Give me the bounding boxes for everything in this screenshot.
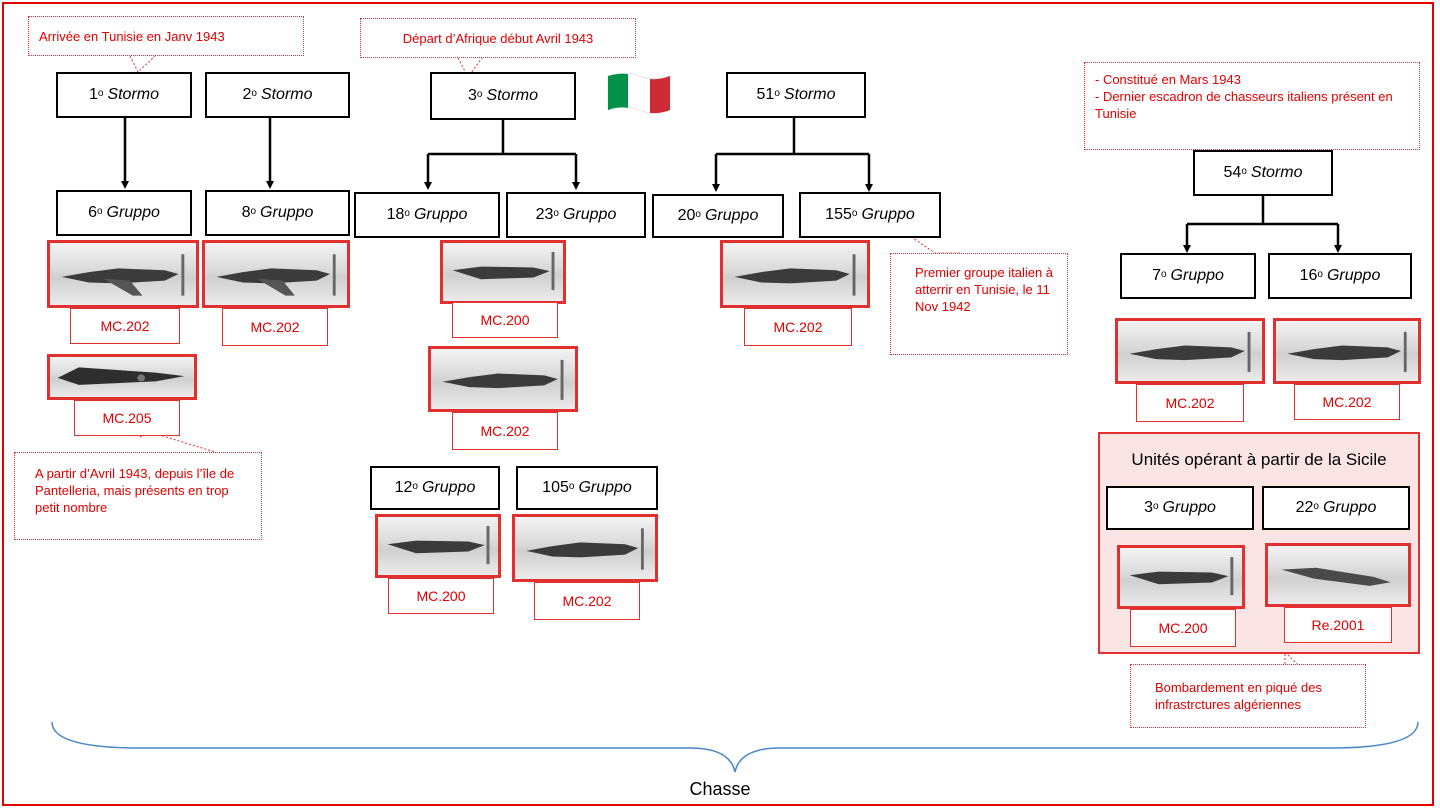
brace	[51, 721, 1419, 773]
aircraft-photo	[47, 240, 199, 308]
callout-premier-groupe: Premier groupe italien à atterrir en Tun…	[890, 253, 1068, 355]
aircraft-photo	[47, 354, 197, 400]
model-label: MC.202	[534, 582, 640, 620]
model-label: MC.200	[452, 302, 558, 338]
aircraft-photo	[1117, 545, 1245, 609]
model-label: MC.200	[1130, 609, 1236, 647]
aircraft-photo	[720, 240, 870, 308]
aircraft-photo	[1273, 318, 1421, 384]
aircraft-photo	[1265, 543, 1411, 607]
category-label: Chasse	[689, 779, 751, 799]
model-label: MC.202	[452, 412, 558, 450]
model-label: MC.202	[70, 308, 180, 344]
callout-tunisie: Arrivée en Tunisie en Janv 1943	[28, 16, 304, 56]
aircraft-photo	[440, 240, 566, 304]
model-label: Re.2001	[1284, 607, 1392, 643]
model-label: MC.205	[74, 400, 180, 436]
callout-afrique: Départ d’Afrique début Avril 1943	[360, 18, 636, 58]
callout-pantelleria: A partir d’Avril 1943, depuis l’île de P…	[14, 452, 262, 540]
aircraft-photo	[428, 346, 578, 412]
model-label: MC.202	[1294, 384, 1400, 420]
model-label: MC.202	[1136, 384, 1244, 422]
aircraft-photo	[512, 514, 658, 582]
italian-flag-icon	[607, 72, 671, 114]
model-label: MC.202	[744, 308, 852, 346]
model-label: MC.202	[222, 308, 328, 346]
aircraft-photo	[375, 514, 501, 578]
aircraft-photo	[202, 240, 350, 308]
callout-bombardement: Bombardement en piqué des infrastrctures…	[1130, 664, 1366, 728]
callout-54-stormo: - Constitué en Mars 1943 - Dernier escad…	[1084, 62, 1420, 150]
sicily-title: Unités opérant à partir de la Sicile	[1131, 450, 1387, 469]
model-label: MC.200	[388, 578, 494, 614]
aircraft-photo	[1115, 318, 1265, 384]
